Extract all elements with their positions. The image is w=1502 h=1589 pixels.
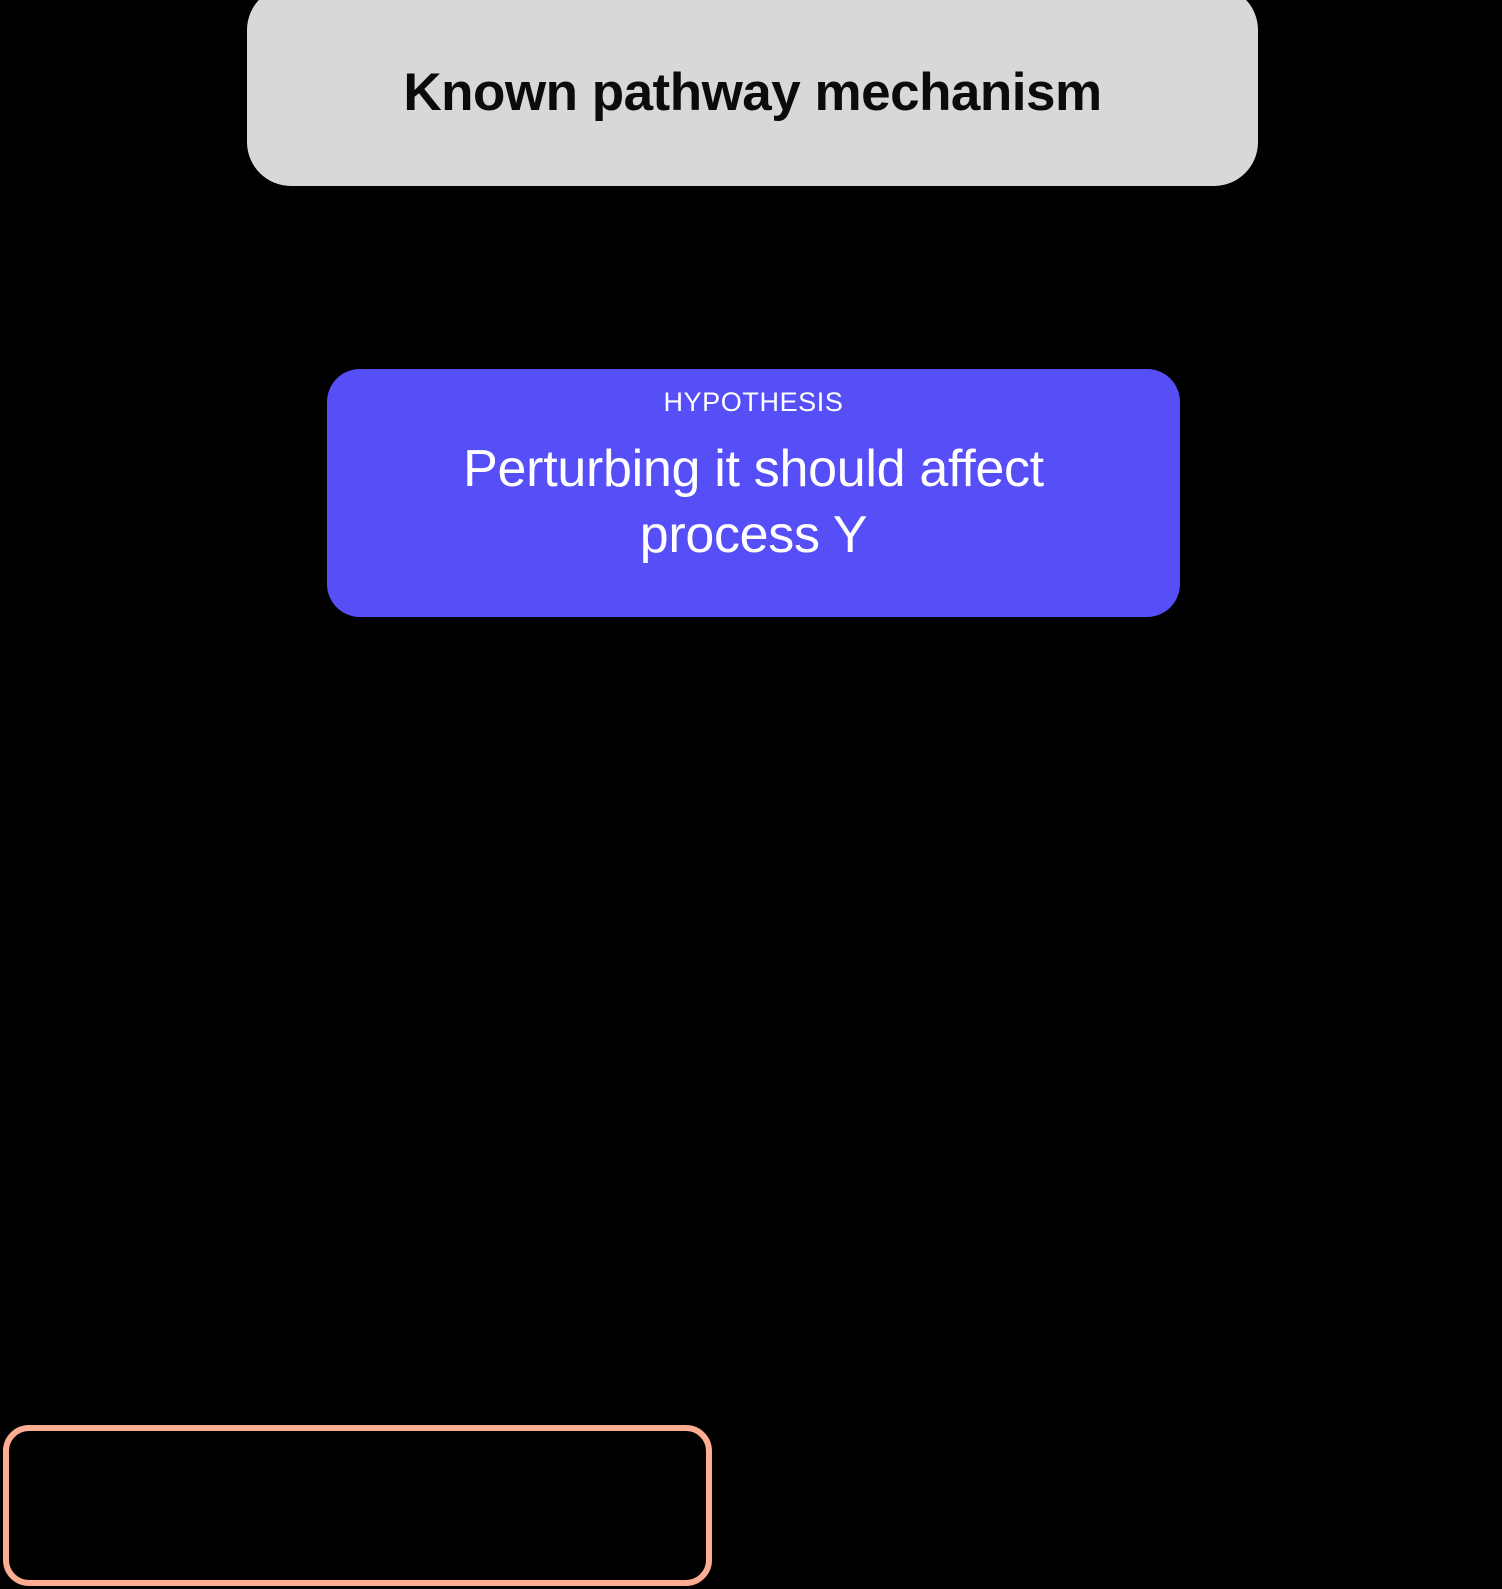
hypothesis-kicker-label: HYPOTHESIS [663,387,844,417]
hypothesis-statement-text: Perturbing it should affect process Y [463,440,1044,565]
hypothesis-card[interactable]: HYPOTHESIS Perturbing it should affect p… [327,369,1180,617]
outcome-outlined-box[interactable] [3,1425,712,1586]
context-pill-label: Known pathway mechanism [403,62,1102,122]
context-pill-known-pathway-mechanism[interactable]: Known pathway mechanism [247,0,1258,186]
